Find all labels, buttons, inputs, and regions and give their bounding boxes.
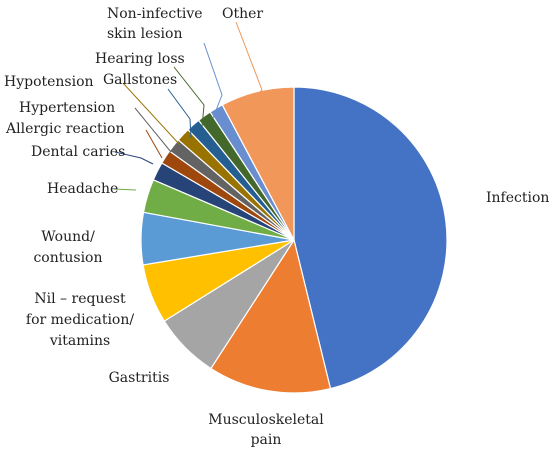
slice-label-allergic-reaction: Allergic reaction [5, 121, 125, 137]
slice-label-hypotension: Hypotension [4, 74, 94, 90]
slice-label-musculoskeletal-pain: Musculoskeletal [208, 412, 324, 428]
leader-lines [113, 21, 263, 191]
leader-line-other [235, 21, 263, 95]
slice-label-nil-request-for-medication-vitamins: Nil – request [34, 291, 126, 307]
slice-label-other: Other [222, 6, 263, 22]
slice-label-wound-contusion: contusion [33, 250, 102, 266]
leader-line-headache [113, 188, 137, 191]
slice-label-headache: Headache [47, 181, 118, 197]
slice-label-nil-request-for-medication-vitamins: vitamins [49, 333, 110, 349]
slice-label-hearing-loss: Hearing loss [95, 51, 185, 67]
slice-label-musculoskeletal-pain: pain [251, 432, 282, 448]
leader-line-hypertension [134, 107, 172, 153]
leader-line-hypotension [122, 82, 181, 146]
leader-line-allergic-reaction [145, 129, 163, 159]
leader-line-hearing-loss [173, 66, 205, 128]
slice-label-non-infective-skin-lesion: Non-infective [107, 6, 203, 22]
leader-line-gallstones [167, 88, 192, 139]
slice-label-hypertension: Hypertension [19, 100, 115, 116]
slice-label-non-infective-skin-lesion: skin lesion [107, 26, 182, 42]
slice-other [221, 86, 295, 241]
slice-label-gallstones: Gallstones [103, 72, 177, 88]
leader-line-non-infective-skin-lesion [203, 42, 223, 119]
slice-label-wound-contusion: Wound/ [41, 229, 95, 245]
slice-musculoskeletal-pain [210, 238, 332, 394]
pie-slices [140, 86, 448, 394]
slice-label-nil-request-for-medication-vitamins: for medication/ [26, 312, 134, 328]
slice-label-gastritis: Gastritis [109, 370, 170, 386]
leader-line-dental-caries [114, 151, 154, 165]
slice-label-dental-caries: Dental caries [31, 144, 125, 160]
slice-label-infection: Infection [486, 190, 549, 206]
slice-infection [293, 86, 448, 390]
